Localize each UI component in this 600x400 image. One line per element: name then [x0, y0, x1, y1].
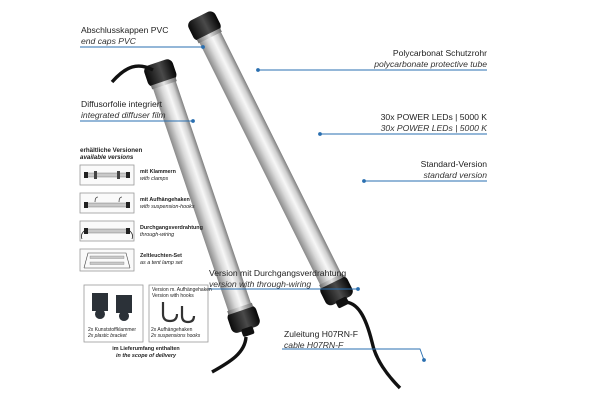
cable-top	[110, 64, 154, 84]
metal-ring	[319, 273, 345, 289]
connector	[241, 326, 255, 337]
leader-dots	[191, 45, 426, 362]
callout-diffuser: Diffusorfolie integriert integrated diff…	[81, 99, 166, 120]
callout-through-wiring: Version mit Durchgangsverdrahtung versio…	[209, 268, 347, 289]
lamp-standard	[188, 11, 353, 309]
version-item-tent-set: Zeltleuchten-Set as a tent lamp set	[140, 253, 183, 266]
callout-end-caps: Abschlusskappen PVC end caps PVC	[81, 25, 169, 46]
cable-standard	[340, 300, 402, 390]
version-thumb-clamps	[79, 164, 135, 186]
delivery-scope-note: im Lieferumfang enthalten in the scope o…	[112, 346, 180, 359]
version-item-hooks: mit Aufhängehaken with suspension-hooks	[140, 197, 195, 210]
callout-standard: Standard-Version standard version	[420, 159, 487, 180]
tube-body	[197, 27, 344, 289]
package-clamps-box	[83, 284, 144, 343]
lamp-through-wiring	[144, 59, 260, 337]
versions-title: erhältliche Versionen available versions	[80, 147, 143, 162]
hook-image	[180, 306, 196, 324]
metal-ring	[227, 302, 254, 315]
version-item-through-wiring: Durchgangsverdrahtung through-wiring	[140, 225, 203, 238]
package-hook-version-caption: Version m. Aufhängehaken Version with ho…	[152, 287, 212, 299]
version-thumb-through-wiring	[79, 220, 135, 242]
plastic-bracket-image	[116, 295, 132, 322]
package-hooks-box	[148, 284, 209, 343]
cable-bottom	[211, 336, 248, 374]
leader-lines	[80, 46, 487, 361]
callout-cable: Zuleitung H07RN-F cable H07RN-F	[284, 329, 359, 350]
callout-tube: Polycarbonat Schutzrohr polycarbonate pr…	[374, 48, 487, 69]
metal-ring	[150, 77, 177, 90]
callout-leds: 30x POWER LEDs | 5000 K 30x POWER LEDs |…	[380, 112, 487, 133]
package-clamps-caption: 2x Kunststoffklammer 2x plastic bracket	[88, 327, 136, 339]
metal-ring	[196, 28, 222, 44]
tube-body	[152, 76, 252, 316]
version-thumb-tent-set	[79, 248, 135, 272]
version-item-clamps: mit Klammern with clamps	[140, 169, 176, 182]
version-thumb-hooks	[79, 192, 135, 214]
hook-image	[161, 302, 179, 323]
plastic-bracket-image	[92, 293, 108, 319]
package-hooks-caption: 2x Aufhängehaken 2x suspensions hooks	[151, 327, 201, 339]
leader-cable	[282, 348, 425, 361]
